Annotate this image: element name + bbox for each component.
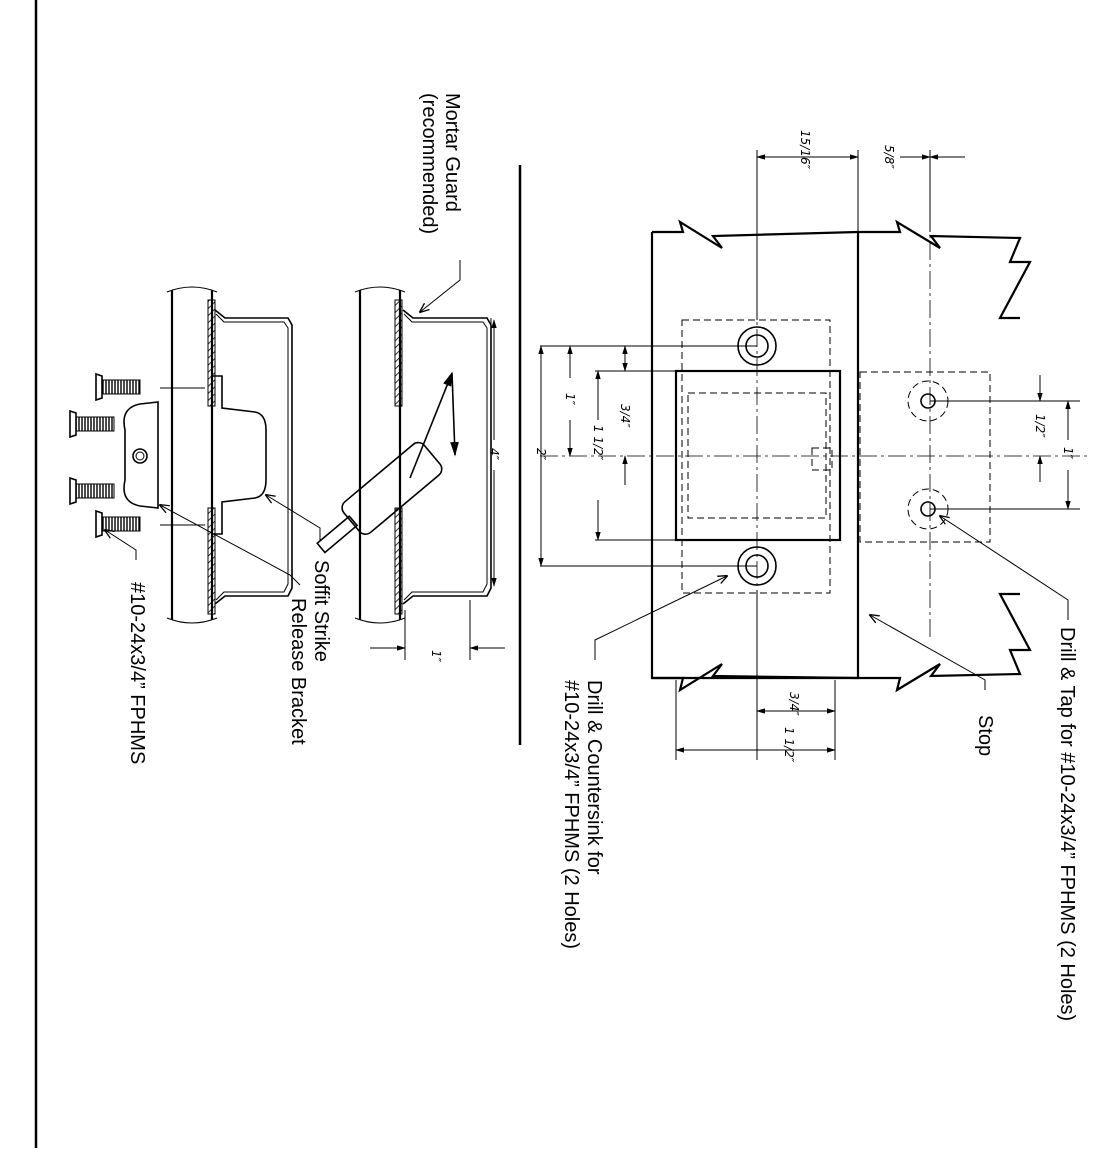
leader-release-bracket	[160, 505, 301, 586]
stop-top-edge	[858, 219, 1032, 320]
label-mortar-guard-line2: (recommended)	[418, 93, 440, 234]
label-stop: Stop	[974, 715, 996, 756]
dim-1-1-2-bottom: 1 1/2″	[782, 727, 796, 763]
frame-head-outline	[650, 232, 860, 680]
dim-1-right: 1″	[1061, 447, 1075, 460]
dim-15-16: 15/16″	[798, 130, 812, 170]
break-line-top	[652, 219, 859, 249]
dim-3-4-top: 3/4″	[618, 404, 632, 428]
latch-bolt	[316, 441, 443, 554]
label-drill-tap: Drill & Tap for #10-24x3/4” FPHMS (2 Hol…	[1056, 627, 1078, 1021]
plan-view: 15/16″ 5/8″ 2″ 1″ 3/4″ 1 1/2″ 1/2″ 1″	[534, 130, 1090, 763]
dim-4: 4″	[487, 448, 501, 461]
dim-1-side: 1″	[429, 650, 443, 663]
dim-1-1-2: 1 1/2″	[591, 425, 605, 461]
latch-outline	[811, 447, 833, 471]
leader-drill-countersink	[594, 576, 727, 660]
label-screw-spec: #10-24x3/4” FPHMS	[126, 582, 148, 764]
strike-plate-hatch-bottom	[394, 507, 403, 615]
leader-soffit-strike	[266, 495, 321, 540]
release-bracket-body	[212, 375, 267, 535]
screw-3	[69, 476, 115, 506]
soffit-strike-box	[214, 309, 293, 605]
dim-5-8: 5/8″	[882, 145, 896, 169]
release-bracket-outline	[859, 371, 991, 543]
stop-bottom-edge	[858, 592, 1032, 693]
leader-mortar-guard	[420, 260, 461, 312]
label-soffit-strike: Soffit Strike	[310, 560, 332, 662]
strike-plate-outline	[681, 319, 831, 594]
leader-screw	[105, 530, 137, 560]
break-line-bottom	[652, 663, 859, 693]
label-drill-countersink-line1: Drill & Countersink for	[583, 680, 605, 875]
mortar-guard	[402, 309, 492, 605]
latch-motion-arrow	[409, 371, 453, 479]
dim-2: 2″	[534, 448, 548, 461]
leader-drill-tap	[940, 516, 1069, 620]
screw-1	[95, 372, 141, 402]
label-drill-countersink-line2: #10-24x3/4” FPHMS (2 Holes)	[560, 680, 582, 949]
section-view-installed: 4″ 1″	[316, 260, 505, 663]
leader-stop	[870, 615, 986, 690]
label-release-bracket: Release Bracket	[287, 598, 309, 745]
screw-4	[95, 509, 141, 539]
label-mortar-guard-line1: Mortar Guard	[441, 93, 463, 212]
dim-1-2: 1/2″	[1033, 414, 1047, 438]
section-view-exploded	[69, 286, 321, 624]
dim-1-top: 1″	[563, 393, 577, 406]
dim-3-4-bottom: 3/4″	[787, 692, 801, 716]
release-bracket-plate	[123, 401, 159, 509]
strike-plate-hatch-top	[394, 299, 403, 407]
strike-pocket	[674, 369, 842, 542]
screw-2	[69, 409, 115, 439]
